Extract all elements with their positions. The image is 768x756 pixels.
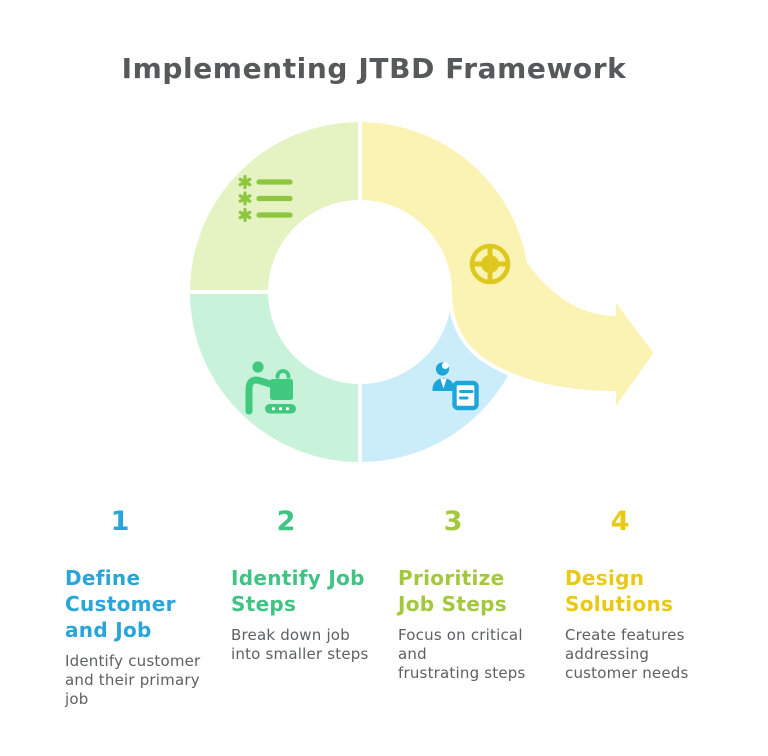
- step-number: 1: [110, 506, 130, 537]
- checklist-row: [238, 174, 293, 190]
- step-description: Create features addressing customer need…: [565, 626, 689, 682]
- step-2: 2 Identify Job Steps Break down job into…: [231, 505, 389, 664]
- step-3: 3 Prioritize Job Steps Focus on critical…: [398, 505, 556, 683]
- step-number: 4: [610, 506, 630, 537]
- wheel-icon: [469, 243, 511, 285]
- step-4: 4 Design Solutions Create features addre…: [565, 505, 723, 683]
- step-title: Design Solutions: [565, 566, 674, 616]
- step-number: 2: [276, 506, 296, 537]
- checklist-icon: [238, 174, 293, 223]
- page-title: Implementing JTBD Framework: [121, 52, 627, 85]
- step-1: 1 Define Customer and Job Identify custo…: [65, 505, 223, 709]
- step-title: Define Customer and Job: [65, 566, 176, 642]
- person-card-icon: [432, 362, 479, 411]
- checklist-row: [238, 207, 293, 223]
- step-number: 3: [443, 506, 463, 537]
- step-description: Identify customer and their primary job: [65, 652, 201, 708]
- step-title: Prioritize Job Steps: [398, 566, 507, 616]
- segment-bottom-left: [186, 290, 362, 466]
- step-description: Break down job into smaller steps: [231, 626, 369, 663]
- checklist-row: [238, 191, 293, 206]
- jtbd-cycle-diagram: [186, 118, 658, 466]
- step-description: Focus on critical and frustrating steps: [398, 626, 526, 682]
- person-luggage-icon: [245, 361, 296, 415]
- step-title: Identify Job Steps: [231, 566, 365, 616]
- segment-top-left: [186, 118, 362, 294]
